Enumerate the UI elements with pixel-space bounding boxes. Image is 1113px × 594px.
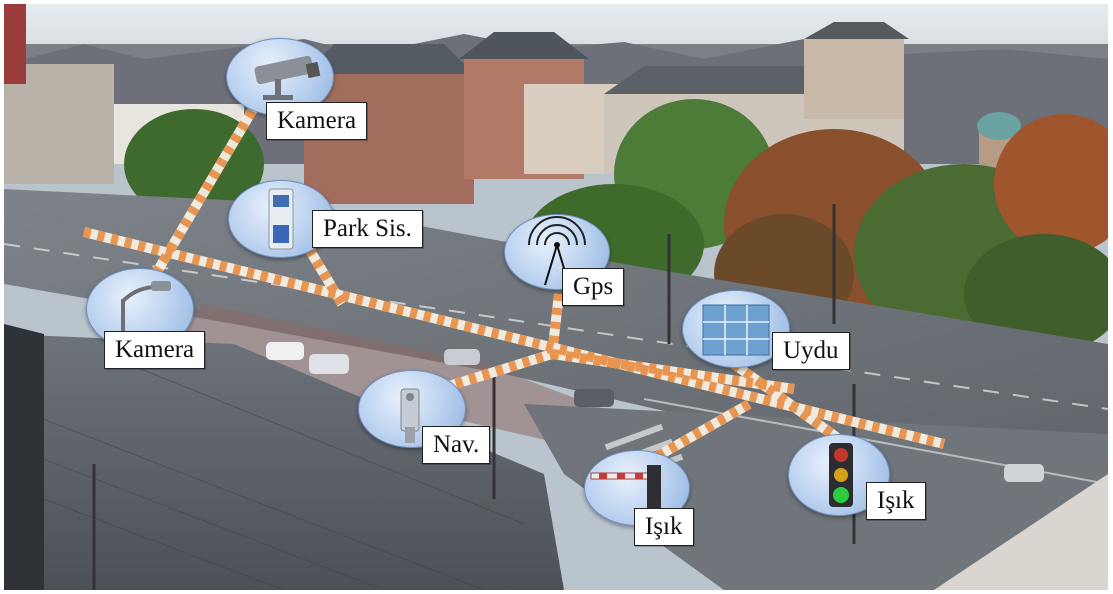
park-sis-bubble — [228, 180, 334, 258]
parking-meter-icon — [268, 188, 294, 250]
uydu-bubble — [682, 290, 790, 368]
isik-left-label: Işık — [634, 508, 694, 546]
kamera-top-label: Kamera — [266, 102, 368, 140]
park-sis-label: Park Sis. — [312, 210, 423, 248]
navigation-device-icon — [400, 388, 420, 443]
kamera-left-label: Kamera — [104, 331, 206, 369]
nav-label: Nav. — [422, 426, 491, 464]
barrier-gate-icon — [590, 465, 661, 517]
isik-right-label: Işık — [866, 482, 926, 520]
city-scene: Kamera Park Sis. Gps Kamera — [4, 4, 1108, 590]
uydu-label: Uydu — [772, 332, 850, 370]
gps-label: Gps — [562, 268, 625, 306]
cctv-camera-icon — [254, 55, 321, 100]
city-background — [4, 4, 1108, 590]
traffic-light-icon — [829, 443, 853, 507]
satellite-building-icon — [702, 304, 770, 356]
